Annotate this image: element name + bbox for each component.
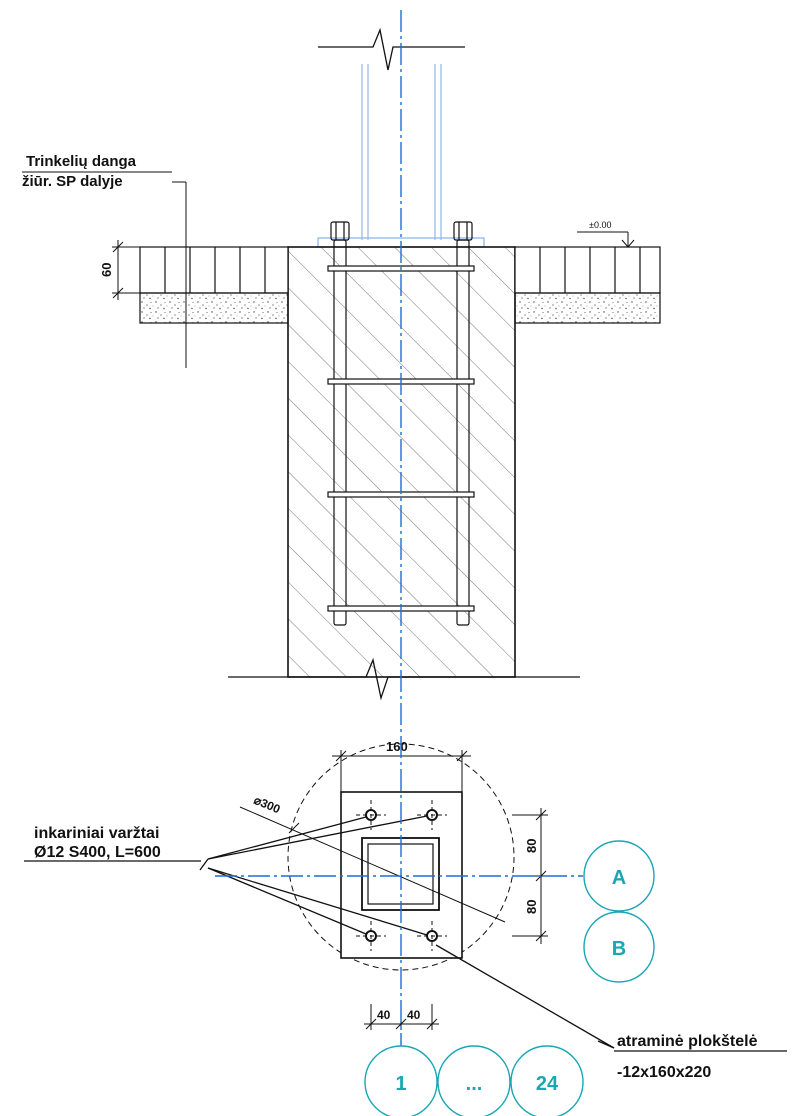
foundation-bottom-break-line [228,657,580,701]
paving-leader [22,171,187,368]
level-mark-label: ±0.00 [589,220,611,230]
axis-bubble-1-label: 1 [395,1073,406,1095]
plate-note-line2: -12x160x220 [617,1064,711,1081]
level-mark [577,231,635,248]
anchor-bolts-note-line1: inkariniai varžtai [34,825,159,842]
paving-left [139,246,289,324]
section-view: 60 ±0.00 Trinkelių danga žiūr. SP dalyje [22,27,661,701]
axis-bubble-a-label: A [612,867,626,889]
dimension-80-top-label: 80 [524,839,539,853]
anchor-bolts-section [330,221,473,626]
grid-axes: A B 1 ... 24 [215,10,655,1116]
plate-leader [435,944,787,1052]
dimension-60-label: 60 [99,263,114,277]
dimension-40-right-label: 40 [407,1008,421,1022]
axis-bubble-1 [364,1045,438,1116]
paving-right [514,246,661,324]
axis-bubble-dots-label: ... [466,1073,483,1095]
axis-bubble-dots [437,1045,511,1116]
dimension-160-label: 160 [386,739,408,754]
axis-bubble-a [583,840,655,912]
plate-note-line1: atraminė plokštelė [617,1033,758,1050]
bolt-holes-plan [356,800,447,951]
paving-note-line1: Trinkelių danga [26,153,137,170]
axis-bubble-24 [510,1045,584,1116]
axis-bubble-b [583,911,655,983]
steel-column [361,64,442,240]
dimension-60 [112,240,140,300]
axis-bubble-24-label: 24 [536,1073,559,1095]
plan-view: 160 ⌀300 80 80 40 40 [24,739,787,1081]
anchor-bolts-leader [24,815,428,936]
axis-bubble-b-label: B [612,938,626,960]
column-top-break-line [318,27,465,71]
dimension-300-label: ⌀300 [252,793,283,817]
anchor-bolts-note-line2: Ø12 S400, L=600 [34,844,161,861]
dimension-300-leader [239,806,506,923]
dimension-80-bottom-label: 80 [524,900,539,914]
paving-note-line2: žiūr. SP dalyje [22,173,123,190]
dimension-40-left-label: 40 [377,1008,391,1022]
